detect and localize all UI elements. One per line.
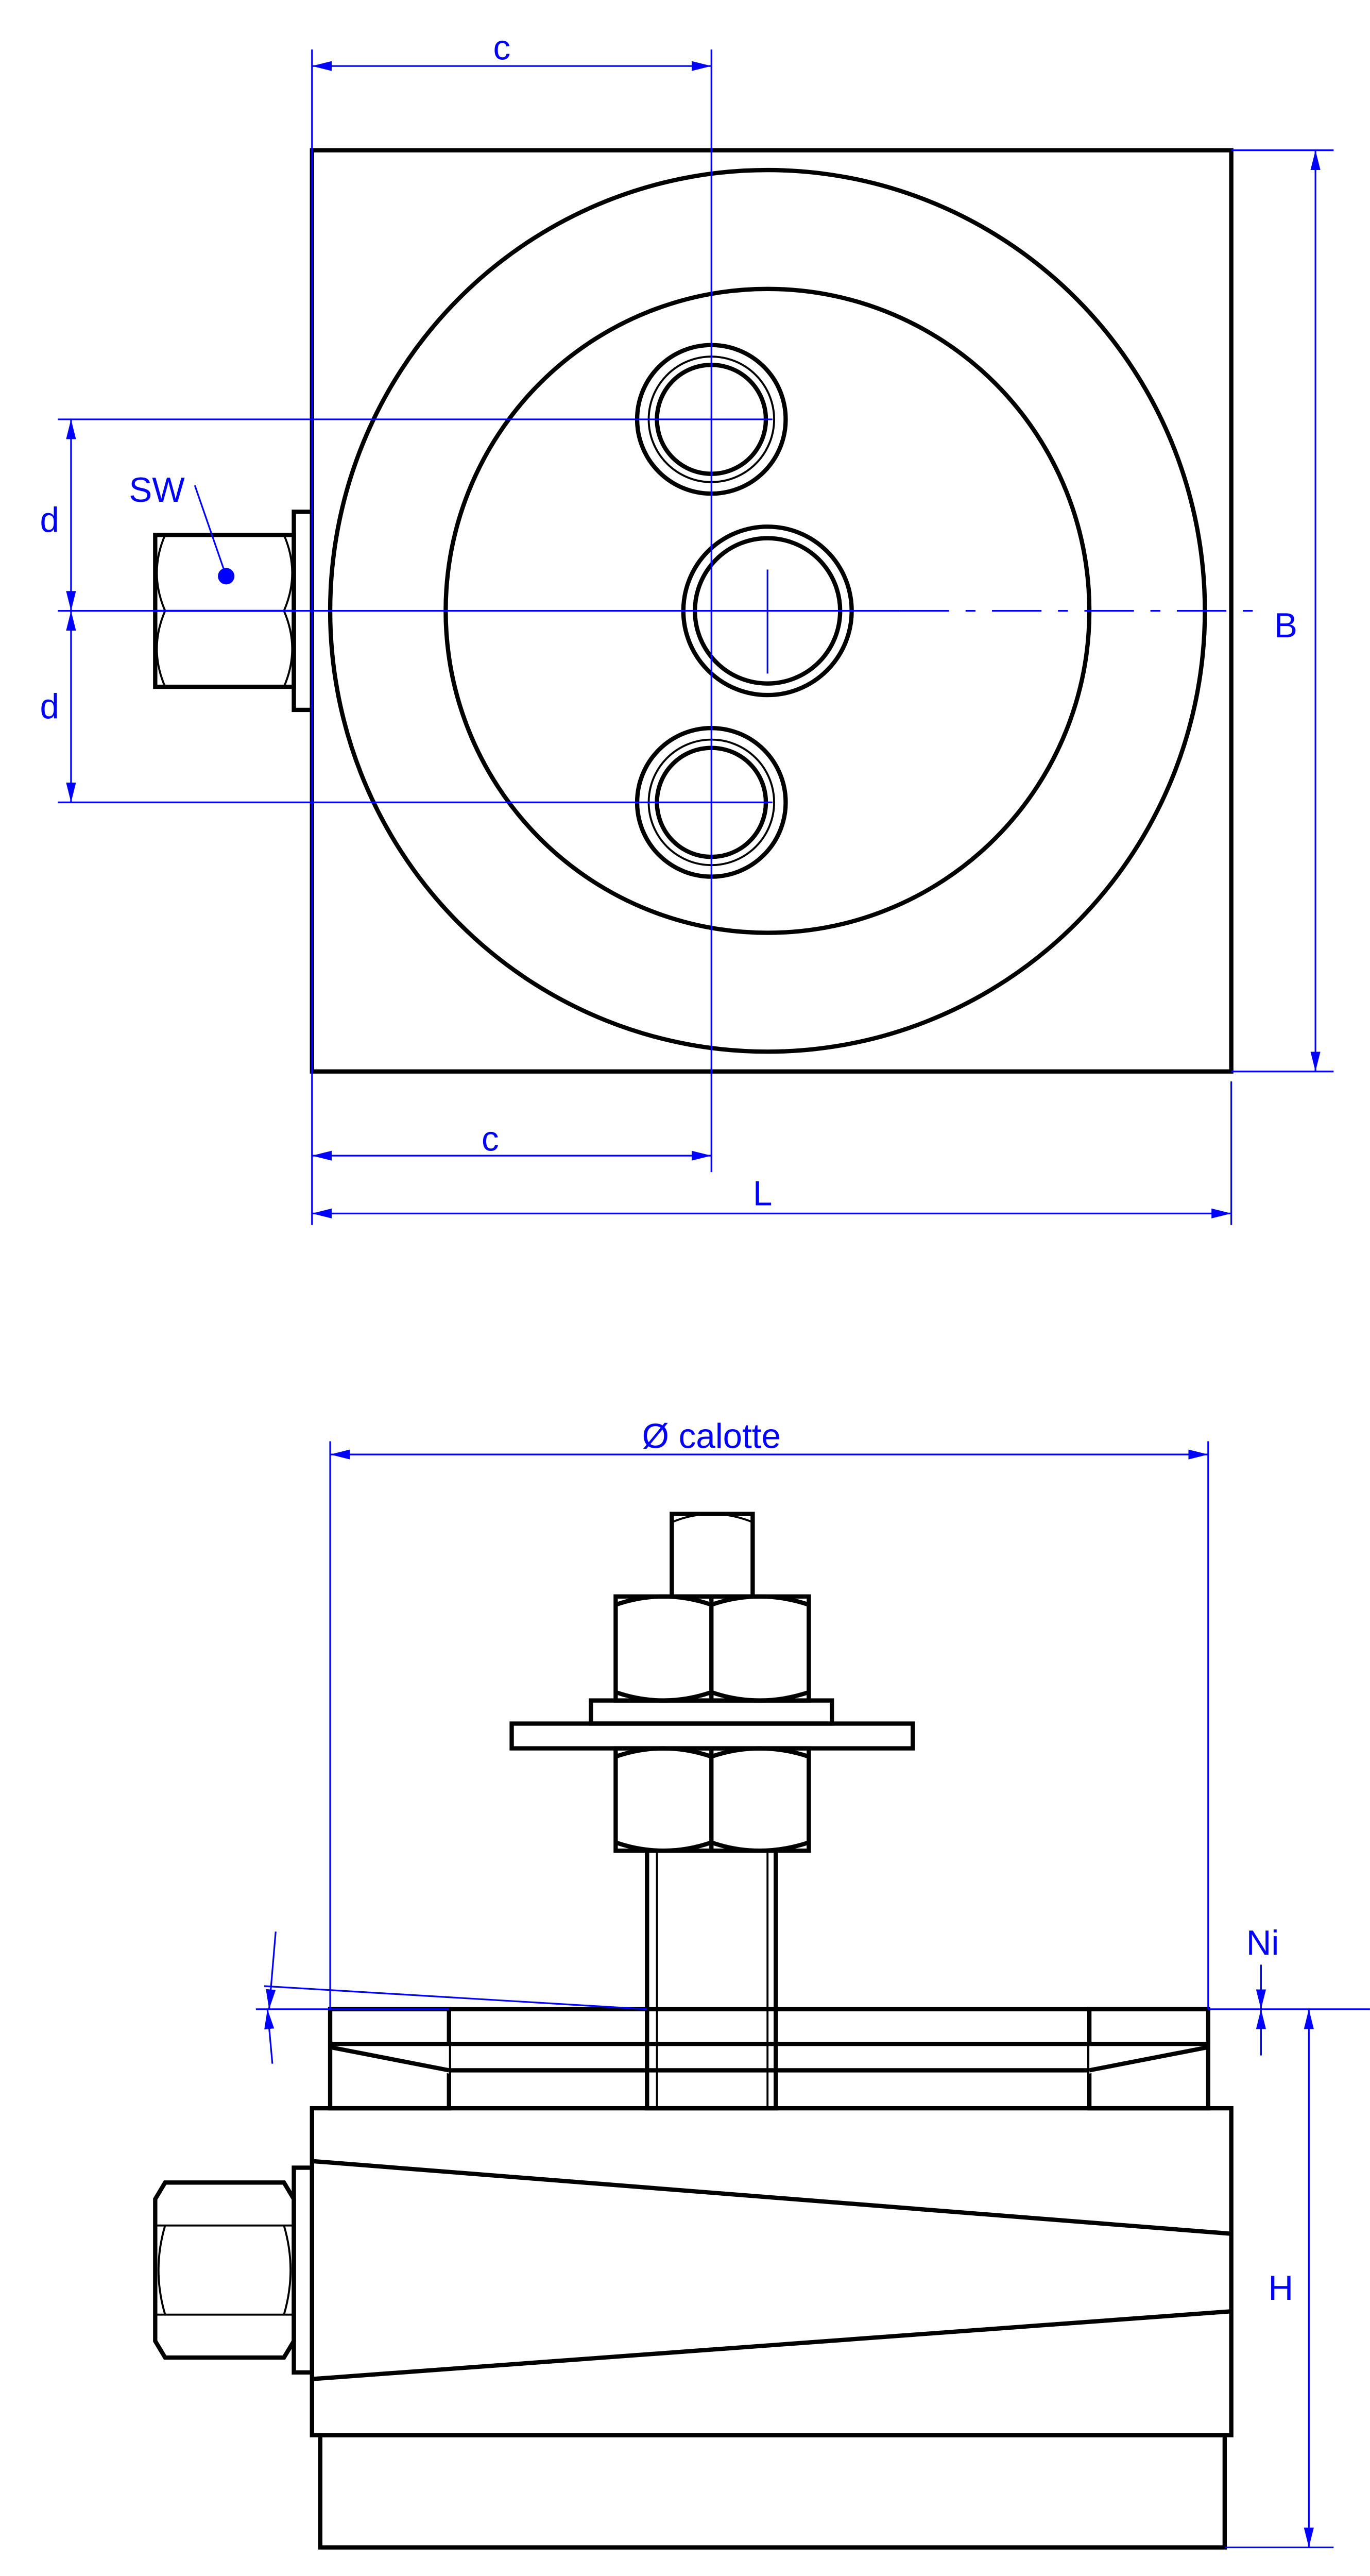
top-view: c c L B d d SW (40, 28, 1334, 1225)
tilt-angle-arrow-upper (266, 1931, 277, 2009)
label-b: B (1274, 606, 1297, 645)
label-calotte: Ø calotte (642, 1417, 781, 1455)
side-view: Ø calotte Ni H (153, 1417, 1370, 2550)
label-d-upper: d (40, 501, 59, 539)
sw-leader-dot (218, 568, 235, 585)
label-l: L (753, 1174, 772, 1213)
tilt-angle-line (264, 1985, 647, 2010)
label-d-lower: d (40, 687, 59, 726)
wedge-body (310, 2106, 1234, 2550)
label-c-bottom: c (482, 1120, 499, 1159)
label-h: H (1269, 2269, 1294, 2308)
leveling-bolt-assembly (509, 1512, 915, 2111)
label-ni: Ni (1246, 1924, 1279, 1962)
tilt-angle-arrow-lower (264, 2009, 275, 2064)
calotte-ring (328, 2007, 1210, 2111)
sw-leader (194, 485, 227, 577)
side-adjust-screw (153, 2165, 314, 2375)
label-sw: SW (129, 471, 185, 510)
label-c-top: c (493, 28, 510, 67)
